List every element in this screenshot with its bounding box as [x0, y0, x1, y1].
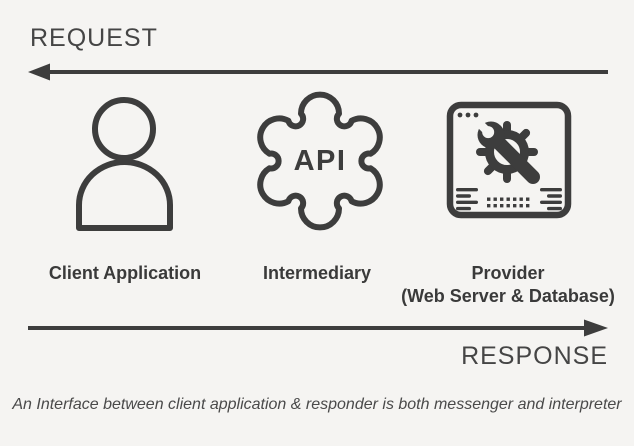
provider-label: Provider (Web Server & Database): [398, 262, 618, 308]
text-lines-right-icon: [540, 188, 562, 211]
response-arrow-icon: [28, 319, 608, 337]
request-arrow-icon: [28, 63, 608, 81]
client-application-label: Client Application: [48, 263, 202, 283]
server-tools-icon: [446, 101, 572, 219]
gear-outline: [257, 91, 383, 231]
api-icon-text: API: [293, 144, 347, 177]
provider-label-line2: (Web Server & Database): [401, 286, 615, 306]
window-dots-icon: [457, 112, 479, 118]
response-label: RESPONSE: [461, 342, 608, 370]
dotted-rows-icon: [487, 197, 530, 208]
gear-wrench-icon: [474, 118, 540, 184]
api-gear-icon: API: [250, 91, 390, 231]
text-lines-left-icon: [456, 188, 478, 211]
intermediary-label: Intermediary: [262, 263, 372, 283]
diagram-caption: An Interface between client application …: [12, 396, 622, 413]
person-icon: [76, 97, 173, 231]
provider-label-line1: Provider: [471, 263, 545, 283]
request-label: REQUEST: [30, 24, 158, 52]
